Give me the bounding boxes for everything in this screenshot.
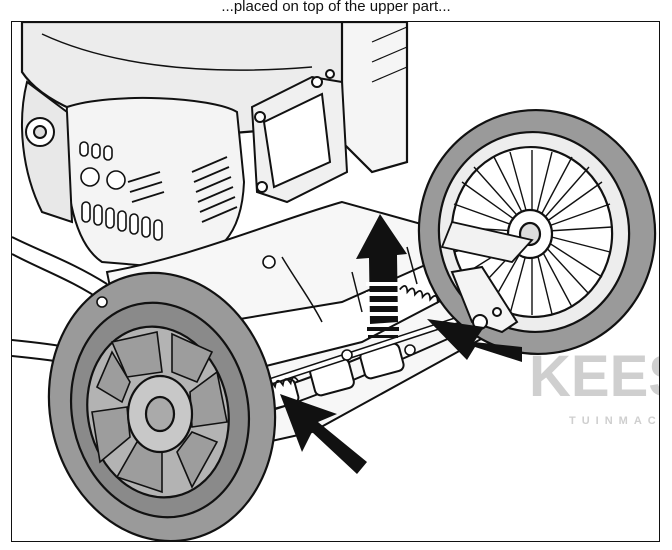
engine-housing [21, 80, 246, 269]
lawnmower-drawing: KEES VA TUINMACH [12, 22, 660, 541]
rear-axle-bracket [450, 265, 519, 334]
bolts [96, 255, 416, 361]
illustration-frame: KEES VA TUINMACH [11, 21, 660, 542]
right-pointer-arrow [427, 319, 522, 362]
front-wheel [47, 271, 277, 541]
air-filter-box [250, 69, 349, 204]
watermark: KEES VA TUINMACH [529, 344, 660, 427]
cropped-header-text: ...placed on top of the upper part... [221, 0, 451, 15]
lift-up-arrow [356, 214, 407, 338]
watermark-main-text: KEES VA [529, 344, 660, 409]
watermark-sub-text: TUINMACH [569, 415, 660, 427]
left-pointer-arrow [280, 394, 367, 474]
